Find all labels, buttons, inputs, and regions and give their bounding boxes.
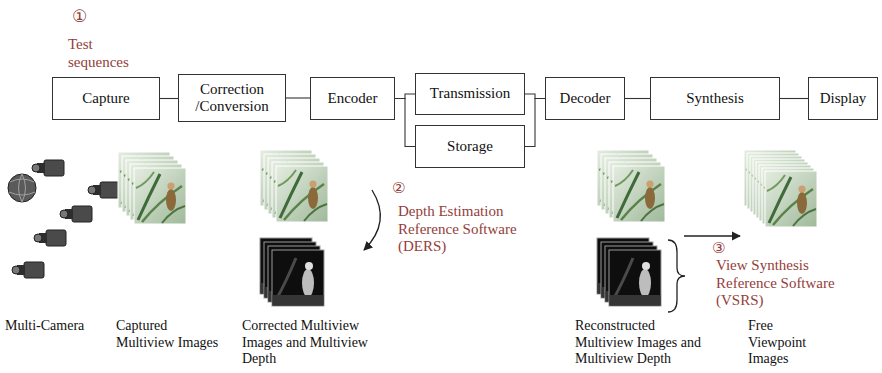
box-label: Encoder	[328, 90, 378, 107]
box-label: Transmission	[430, 85, 510, 102]
software-label: Depth Estimation Reference Software (DER…	[398, 203, 528, 256]
software-label: View Synthesis Reference Software (VSRS)	[716, 257, 846, 310]
decoder-box: Decoder	[545, 77, 625, 120]
depth-images-stack	[260, 238, 324, 306]
caption-label: Multi-Camera	[5, 318, 105, 335]
synthesis-arrow	[684, 235, 740, 236]
connector-line	[525, 94, 545, 99]
connector-line	[395, 94, 415, 99]
captured-images-stack	[118, 152, 186, 224]
connector-line	[780, 98, 808, 99]
box-label: Decoder	[560, 90, 611, 107]
connector-line	[286, 97, 310, 98]
box-label: Synthesis	[686, 90, 744, 107]
multi-camera-illustration	[8, 160, 120, 278]
callout-number: ①	[72, 6, 102, 26]
encoder-box: Encoder	[310, 77, 395, 120]
box-label: Correction /Conversion	[183, 81, 281, 116]
capture-box: Capture	[52, 77, 160, 120]
section-label: Test sequences	[68, 36, 148, 71]
free-viewpoint-stack	[744, 150, 817, 227]
caption-label: Captured Multiview Images	[116, 318, 221, 351]
reconstructed-images-stack	[597, 150, 665, 222]
connector-line	[625, 98, 650, 99]
storage-box: Storage	[415, 125, 525, 168]
callout-number: ②	[392, 180, 422, 198]
callout-number: ③	[712, 240, 742, 258]
box-label: Storage	[447, 138, 493, 155]
caption-label: Free Viewpoint Images	[748, 318, 820, 368]
synthesis-box: Synthesis	[650, 77, 780, 120]
caption-label: Reconstructed Multiview Images and Multi…	[575, 318, 707, 368]
box-label: Display	[820, 90, 867, 107]
connector-line	[395, 99, 415, 147]
connector-line	[525, 99, 545, 147]
estimation-arrow	[364, 190, 380, 250]
display-box: Display	[808, 77, 878, 120]
caption-label: Corrected Multiview Images and Multiview…	[242, 318, 378, 368]
reconstructed-depth-stack	[597, 238, 661, 306]
bracket	[668, 240, 685, 312]
box-label: Capture	[82, 90, 129, 107]
corrected-images-stack	[260, 150, 328, 222]
connector-line	[160, 98, 178, 99]
correction-box: Correction /Conversion	[178, 74, 286, 122]
transmission-box: Transmission	[415, 73, 525, 115]
